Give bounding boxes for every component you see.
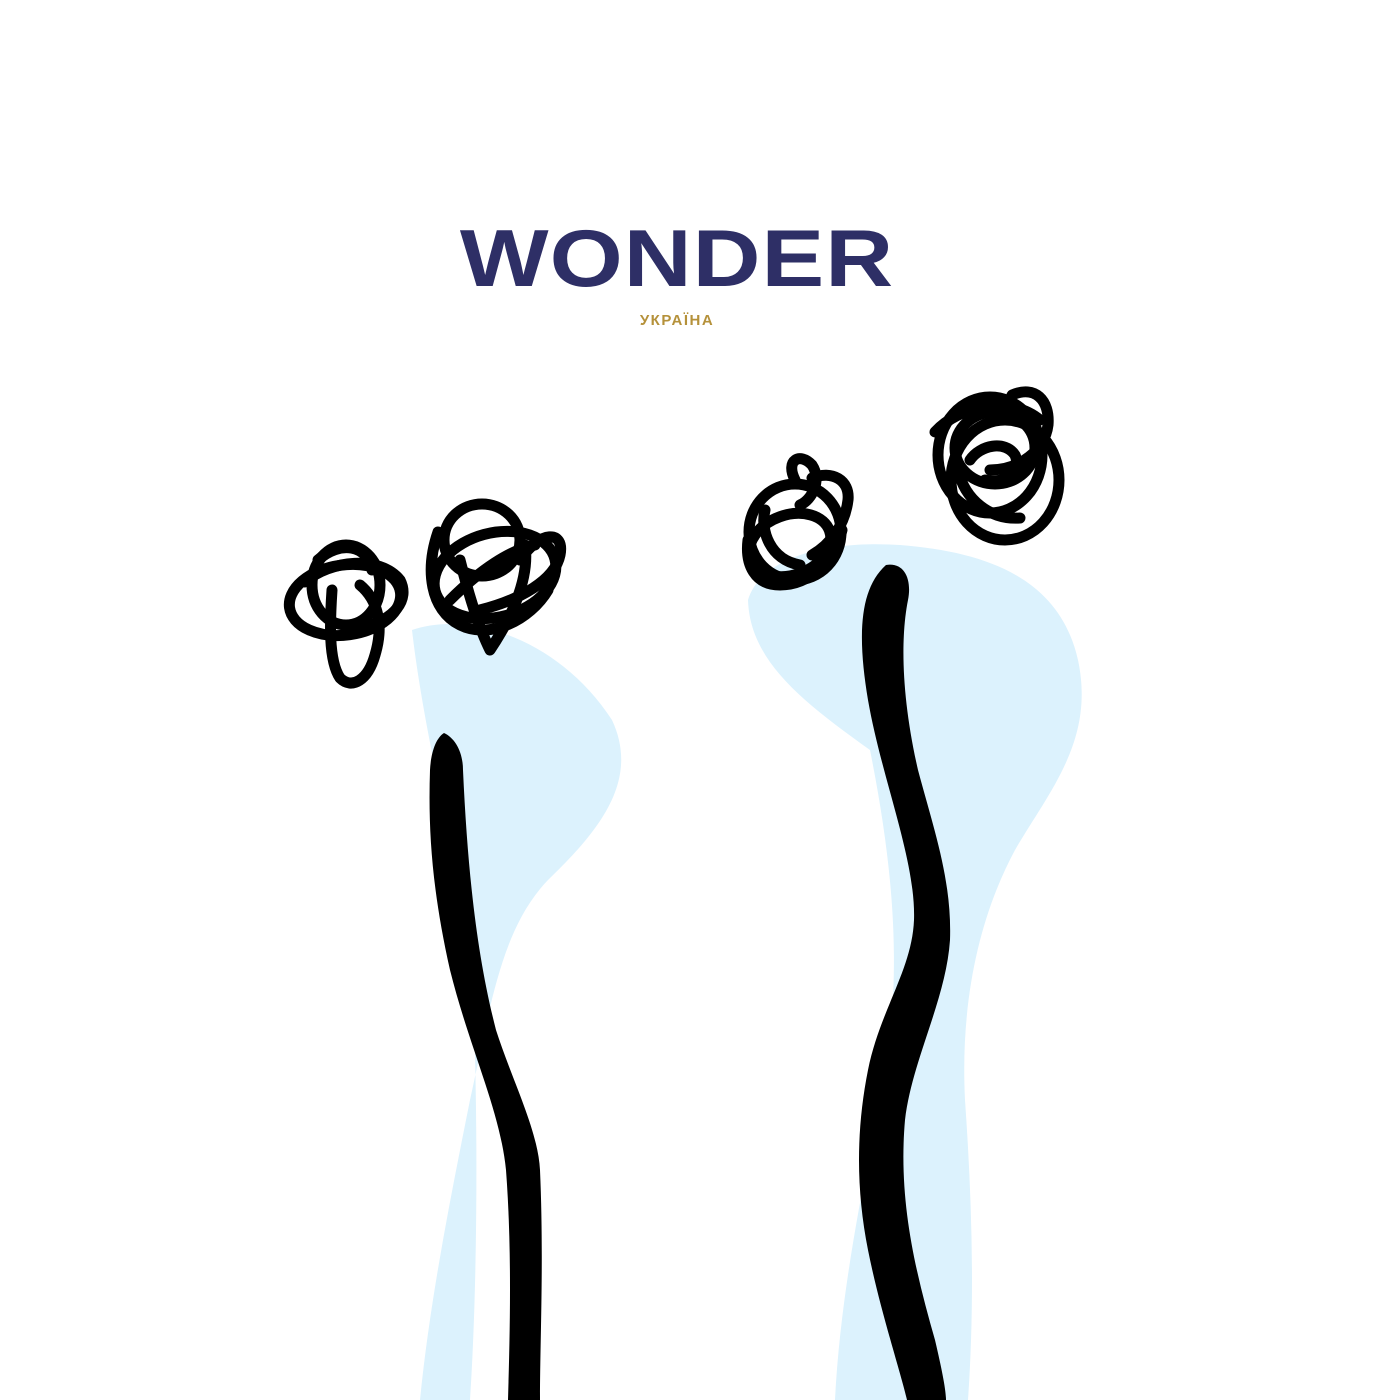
brand-title: WONDER bbox=[459, 212, 895, 304]
left-stem bbox=[429, 733, 542, 1400]
scribble-blossom-3 bbox=[741, 453, 854, 591]
brand-subtitle: УКРАЇНА bbox=[639, 312, 715, 329]
scribble-blossom-4 bbox=[929, 386, 1065, 546]
scribble-blossom-2 bbox=[425, 498, 567, 656]
scribble-blossom-1 bbox=[283, 539, 409, 689]
right-stem bbox=[859, 564, 951, 1400]
